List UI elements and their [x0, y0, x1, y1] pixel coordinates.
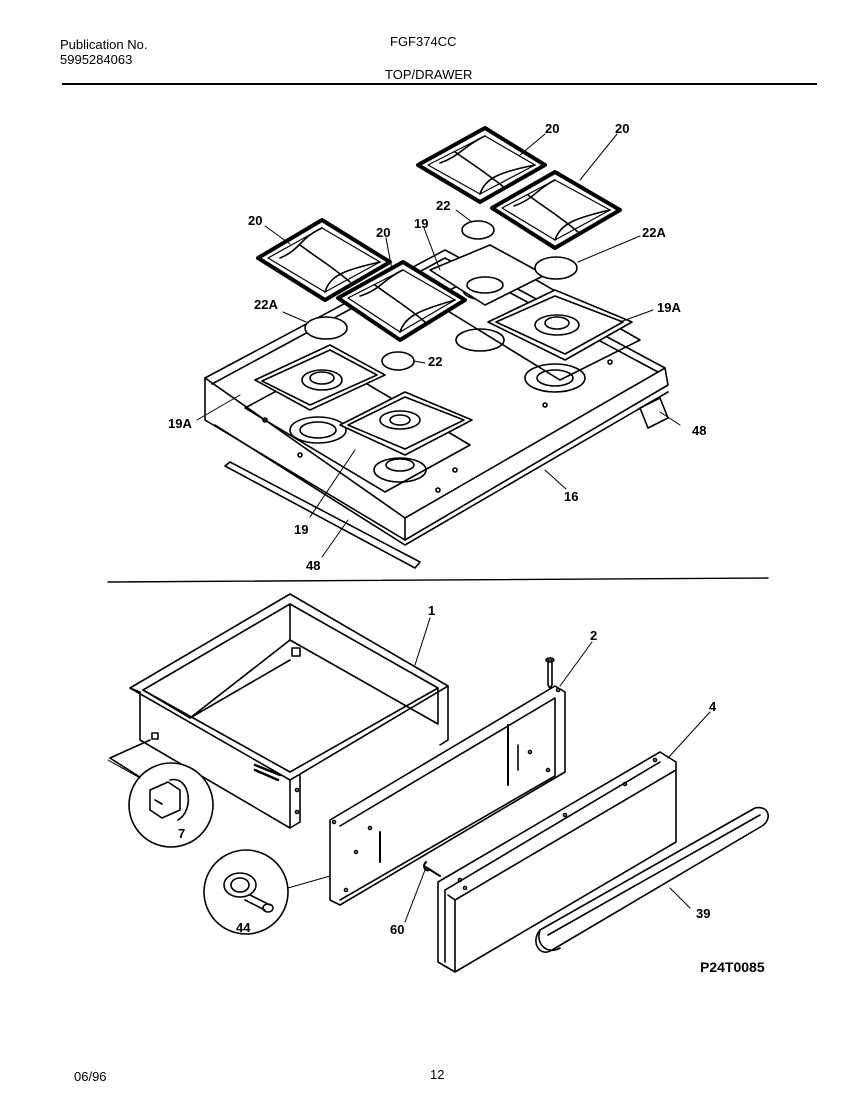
callout-20: 20: [376, 225, 390, 240]
burner-pan-19a-left: [254, 344, 386, 411]
grate-right-front: [490, 170, 622, 250]
burner-pan-19a-right: [487, 289, 633, 361]
burner-cap-22-front: [381, 351, 415, 371]
drawer-handle-39: [535, 806, 769, 953]
callout-2: 2: [590, 628, 597, 643]
callout-1: 1: [428, 603, 435, 618]
callout-60: 60: [390, 922, 404, 937]
drawer-front-4: [437, 751, 677, 973]
detail-bumper-7: [128, 762, 214, 848]
page-number: 12: [430, 1067, 445, 1082]
callout-22a: 22A: [254, 297, 278, 312]
callout-22: 22: [436, 198, 450, 213]
grate-right-rear: [416, 126, 547, 204]
header-rule: [62, 83, 817, 85]
callout-44: 44: [236, 920, 251, 935]
drawer-body: [109, 593, 449, 829]
callout-16: 16: [564, 489, 578, 504]
callout-22a: 22A: [642, 225, 666, 240]
trim-strip-48-side: [639, 397, 669, 429]
model-number: FGF374CC: [390, 34, 457, 49]
callout-19: 19: [294, 522, 308, 537]
callout-19a: 19A: [168, 416, 192, 431]
callout-7: 7: [178, 826, 185, 841]
drawer-panel-2: [329, 657, 566, 906]
burner-cap-22-rear: [461, 220, 495, 240]
publication-number: 5995284063: [60, 52, 133, 67]
callout-20: 20: [615, 121, 629, 136]
callout-19a: 19A: [657, 300, 681, 315]
callout-48: 48: [306, 558, 320, 573]
callout-48: 48: [692, 423, 706, 438]
callout-20: 20: [248, 213, 262, 228]
section-title: TOP/DRAWER: [385, 67, 473, 82]
footer-date: 06/96: [74, 1069, 107, 1084]
burner-cap-22a-left: [304, 316, 348, 340]
detail-glide-44: [203, 849, 289, 935]
publication-label: Publication No.: [60, 37, 148, 52]
burner-pan-19-left: [339, 391, 473, 456]
drawing-code: P24T0085: [700, 959, 765, 975]
callout-4: 4: [709, 699, 717, 714]
callout-22: 22: [428, 354, 442, 369]
trim-strip-48-front: [224, 461, 421, 569]
callout-39: 39: [696, 906, 710, 921]
callout-19: 19: [414, 216, 428, 231]
burner-cap-22a-right: [534, 256, 578, 280]
screw-60: [423, 861, 441, 877]
callout-20: 20: [545, 121, 559, 136]
grate-center: [336, 260, 467, 342]
